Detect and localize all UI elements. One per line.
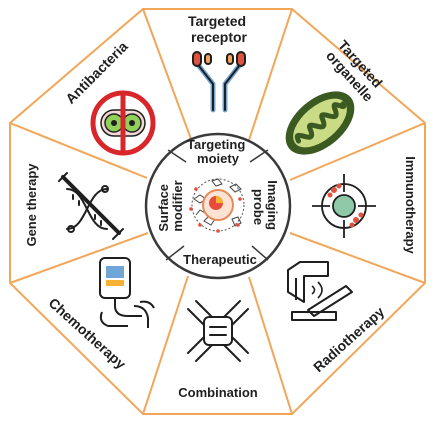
label-targeting-moiety: Targeting moiety xyxy=(187,137,249,166)
inner-divider-2 xyxy=(249,149,269,163)
label-immunotherapy: Immunotherapy xyxy=(403,156,418,254)
spoke-left-upper xyxy=(9,122,148,179)
no-bacteria-icon xyxy=(90,90,156,156)
target-crosshair-cells-icon xyxy=(312,174,376,238)
spoke-right-upper xyxy=(289,122,426,181)
iv-drip-hand-icon xyxy=(99,257,155,328)
dna-syringe-icon xyxy=(58,172,124,240)
mitochondria-icon xyxy=(285,91,355,155)
label-targeted-receptor: Targeted receptor xyxy=(188,13,250,45)
spoke-bottom-right xyxy=(248,276,293,415)
label-therapeutic: Therapeutic xyxy=(183,252,257,267)
label-combination: Combination xyxy=(178,385,257,400)
inner-divider-3 xyxy=(251,245,269,261)
spoke-right-lower xyxy=(289,232,426,284)
label-surface-modifier: Surface modifier xyxy=(156,180,185,231)
octagon-frame xyxy=(9,8,426,415)
inner-divider-1 xyxy=(167,149,187,163)
label-radiotherapy: Radiotherapy xyxy=(310,303,387,375)
spoke-top-right xyxy=(248,8,293,141)
nanoparticle-icon xyxy=(189,178,245,233)
spoke-bottom-left xyxy=(142,275,189,415)
spoke-left-lower xyxy=(9,232,149,284)
label-imaging-probe: Imaging probe xyxy=(251,180,280,233)
inner-divider-4 xyxy=(165,245,185,261)
joined-hands-icon xyxy=(187,300,249,362)
antibody-receptor-icon xyxy=(192,51,246,113)
radiotherapy-machine-icon xyxy=(287,261,353,321)
spoke-top-left xyxy=(142,8,192,140)
label-gene-therapy: Gene therapy xyxy=(24,163,39,247)
